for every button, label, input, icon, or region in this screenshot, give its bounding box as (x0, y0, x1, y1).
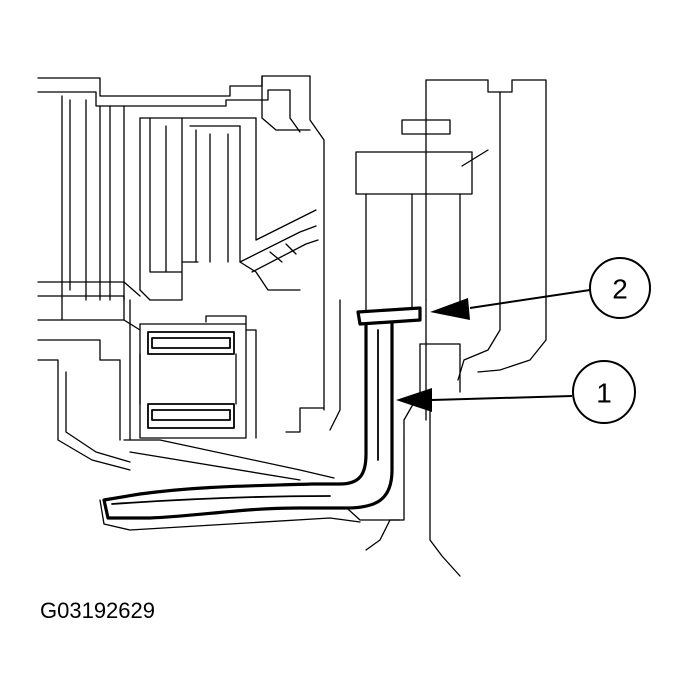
bearing-lower (147, 403, 235, 429)
housing-linework (37, 75, 547, 577)
fluid-tube (102, 314, 394, 520)
callout-2: 2 (430, 257, 651, 320)
callout-label-1: 1 (596, 378, 612, 409)
callout-circle-2 (589, 257, 651, 319)
bearing-upper (147, 331, 235, 355)
figure-id: G03192629 (40, 598, 155, 623)
callout-label-2: 2 (612, 274, 628, 305)
callout-1: 1 (396, 360, 636, 424)
tube-seal (356, 306, 422, 326)
callout-circle-1 (572, 360, 636, 424)
